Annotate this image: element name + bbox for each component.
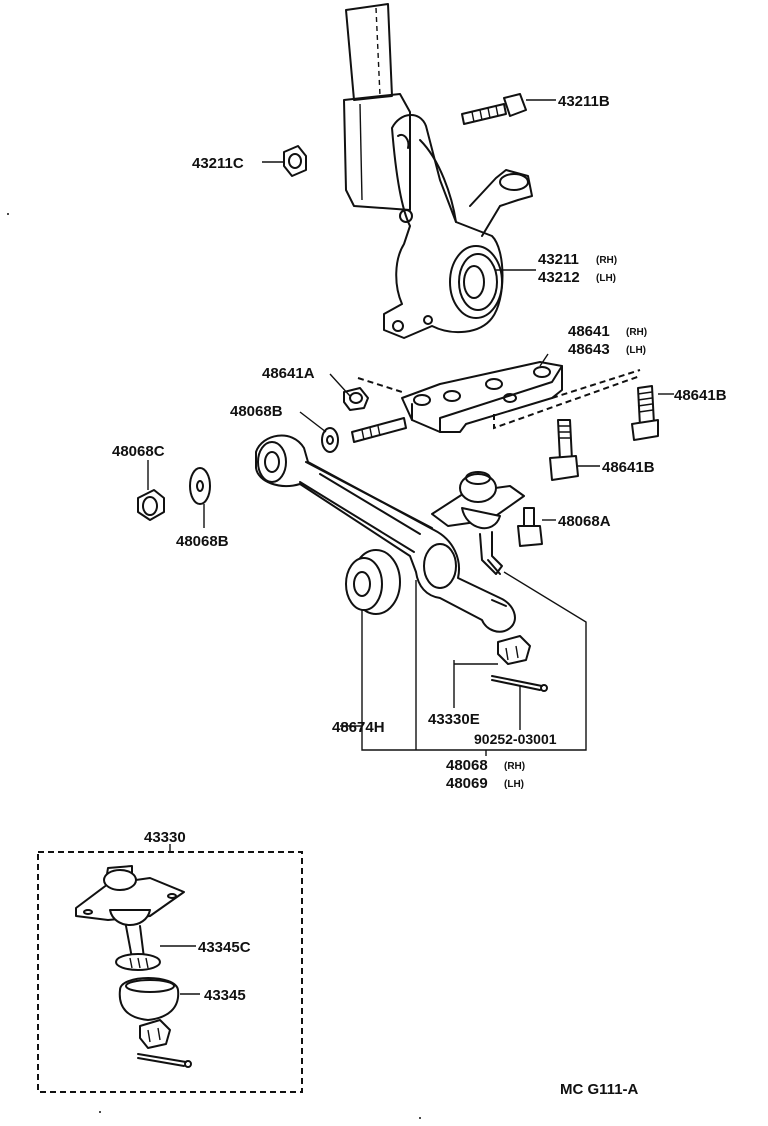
label-43211B: 43211B — [558, 93, 610, 110]
bolt-shape — [461, 93, 527, 125]
leader-lines — [147, 99, 674, 995]
bushing-shape — [137, 489, 165, 521]
label-43211-note: (RH) — [596, 255, 617, 266]
label-43211C: 43211C — [192, 155, 244, 172]
label-43345: 43345 — [204, 987, 246, 1004]
label-48068-note: (RH) — [504, 761, 525, 772]
label-48069-note: (LH) — [504, 779, 524, 790]
bolt-shape — [631, 385, 659, 441]
ball-joint-shape — [431, 471, 525, 575]
label-43330E: 43330E — [428, 711, 480, 728]
label-48068B-upper: 48068B — [230, 403, 283, 420]
mounting-bracket-shape — [351, 361, 563, 443]
label-48641: 48641 — [568, 323, 610, 340]
ball-joint-shape — [75, 865, 185, 959]
label-48641-note: (RH) — [626, 327, 647, 338]
washer-shape — [189, 467, 211, 505]
label-48069: 48069 — [446, 775, 488, 792]
label-48674H: 48674H — [332, 719, 385, 736]
label-43330: 43330 — [144, 829, 186, 846]
bolt-shape — [517, 507, 543, 547]
nut-shape — [497, 635, 531, 665]
speck — [419, 1117, 421, 1119]
nut-shape — [139, 1019, 171, 1049]
label-48641B-lower: 48641B — [602, 459, 655, 476]
label-43212-note: (LH) — [596, 273, 616, 284]
label-48068C: 48068C — [112, 443, 165, 460]
strut-shape — [343, 3, 411, 211]
diagram-code: MC G111-A — [560, 1081, 639, 1098]
nut-shape — [283, 145, 307, 177]
label-48068A: 48068A — [558, 513, 611, 530]
label-43345C: 43345C — [198, 939, 251, 956]
label-90252-03001: 90252-03001 — [474, 731, 557, 747]
bolt-shape — [549, 419, 579, 481]
part-labels: 43211B 43211C 43211 (RH) 43212 (LH) 4864… — [112, 93, 727, 1098]
nut-shape — [343, 387, 369, 411]
label-48068: 48068 — [446, 757, 488, 774]
washer-shape — [321, 427, 339, 453]
label-48643-note: (LH) — [626, 345, 646, 356]
label-48643: 48643 — [568, 341, 610, 358]
label-48068B-lower: 48068B — [176, 533, 229, 550]
steering-knuckle-shape — [383, 114, 533, 339]
label-43211: 43211 — [538, 251, 579, 268]
label-43212: 43212 — [538, 269, 580, 286]
label-48641B-upper: 48641B — [674, 387, 727, 404]
speck — [99, 1111, 101, 1113]
cotter-pin-shape — [137, 1053, 192, 1068]
cotter-pin-shape — [491, 675, 548, 692]
ball-joint-boot-shape — [115, 953, 180, 1021]
speck — [7, 213, 9, 215]
lower-arm-shape — [255, 434, 516, 633]
label-48641A: 48641A — [262, 365, 315, 382]
